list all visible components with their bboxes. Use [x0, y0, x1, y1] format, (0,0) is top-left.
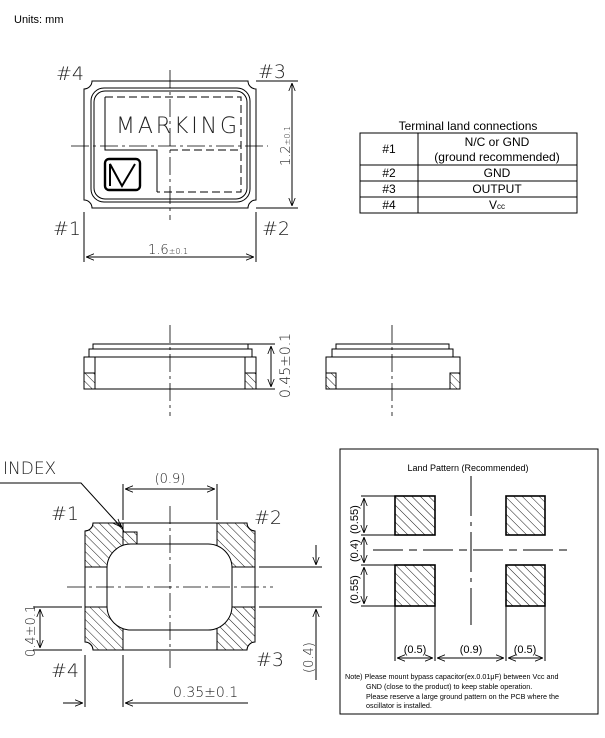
land-dim-vertical: (0.55): [349, 505, 361, 534]
land-dim-horizontal: (0.5): [404, 644, 427, 656]
bottom-view: INDEX #1 #2 #3 #4 (0.9) 0.4±0.1 (0.4) 0.…: [0, 459, 322, 707]
note-line: Please reserve a large ground pattern on…: [366, 692, 559, 701]
package-outline: [83, 80, 257, 209]
pin-label-2: #2: [262, 218, 290, 240]
land-pad: [394, 495, 436, 536]
svg-text:GND: GND: [484, 166, 511, 180]
terminal-hatch: [244, 372, 257, 390]
land-dim-vertical: (0.55): [349, 575, 361, 604]
pad-spacing-dimension: (0.9): [155, 472, 186, 487]
pad-height-dimension: 0.4±0.1: [24, 605, 39, 657]
table-row: #2 GND: [382, 166, 510, 180]
svg-text:(ground recommended): (ground recommended): [434, 150, 559, 164]
pad-width-dimension: 0.35±0.1: [173, 685, 238, 701]
pin-label-2: #2: [254, 507, 282, 529]
land-pattern-title: Land Pattern (Recommended): [407, 463, 528, 473]
lid-outer: [90, 87, 251, 203]
note-line: Note) Please mount bypass capacitor(ex.0…: [345, 672, 559, 681]
gap-dimension: (0.4): [302, 642, 317, 673]
pin-label-1: #1: [53, 218, 81, 240]
index-label: INDEX: [3, 459, 56, 479]
index-leader: [0, 482, 121, 527]
pin-label-4: #4: [51, 660, 79, 682]
svg-text:Vcc: Vcc: [489, 198, 505, 212]
pin-label-1: #1: [51, 503, 79, 525]
pin-label-3: #3: [258, 61, 286, 83]
pin-label-3: #3: [256, 649, 284, 671]
width-dimension: 1.6±0.1: [148, 243, 188, 258]
terminal-hatch: [83, 372, 96, 390]
land-pad: [394, 564, 436, 607]
marking-area-solid: [104, 97, 158, 192]
lid-inner: [93, 90, 248, 200]
land-dim-vertical: (0.4): [349, 539, 361, 562]
note-line: oscillator is installed.: [366, 701, 432, 710]
svg-text:N/C or GND: N/C or GND: [465, 135, 530, 149]
svg-text:#3: #3: [382, 182, 396, 196]
top-view: MARKING #4 #3 #1 #2 1.2±0.1 1.6±0.1: [53, 61, 298, 262]
note-line: GND (close to the product) to keep stabl…: [366, 682, 532, 691]
marking-area-dashed: [105, 96, 242, 193]
table-row: #4 Vcc: [382, 198, 505, 212]
land-pad: [505, 564, 546, 607]
marking-text: MARKING: [116, 114, 237, 139]
svg-text:#2: #2: [382, 166, 396, 180]
table-title: Terminal land connections: [399, 119, 538, 133]
svg-text:OUTPUT: OUTPUT: [472, 182, 522, 196]
thickness-dimension: 0.45±0.1: [278, 333, 294, 398]
terminal-hatch: [325, 372, 337, 390]
land-pattern-box: Land Pattern (Recommended) (0.55) (0.4) …: [339, 448, 599, 715]
terminal-hatch: [449, 372, 461, 390]
svg-text:#1: #1: [382, 142, 396, 156]
table-row: #3 OUTPUT: [382, 182, 522, 196]
svg-text:#4: #4: [382, 198, 396, 212]
units-label: Units: mm: [14, 14, 64, 26]
land-dim-horizontal: (0.5): [514, 644, 537, 656]
side-view-side: [325, 325, 461, 416]
terminal-table: Terminal land connections #1 N/C or GND …: [359, 119, 578, 214]
land-dim-horizontal: (0.9): [460, 644, 483, 656]
pin-label-4: #4: [56, 63, 84, 85]
height-dimension: 1.2±0.1: [279, 126, 294, 166]
land-pad: [505, 495, 546, 536]
wave-logo-icon: [103, 157, 142, 192]
table-row: #1 N/C or GND (ground recommended): [382, 135, 559, 164]
side-view-front: 0.45±0.1: [83, 325, 294, 416]
